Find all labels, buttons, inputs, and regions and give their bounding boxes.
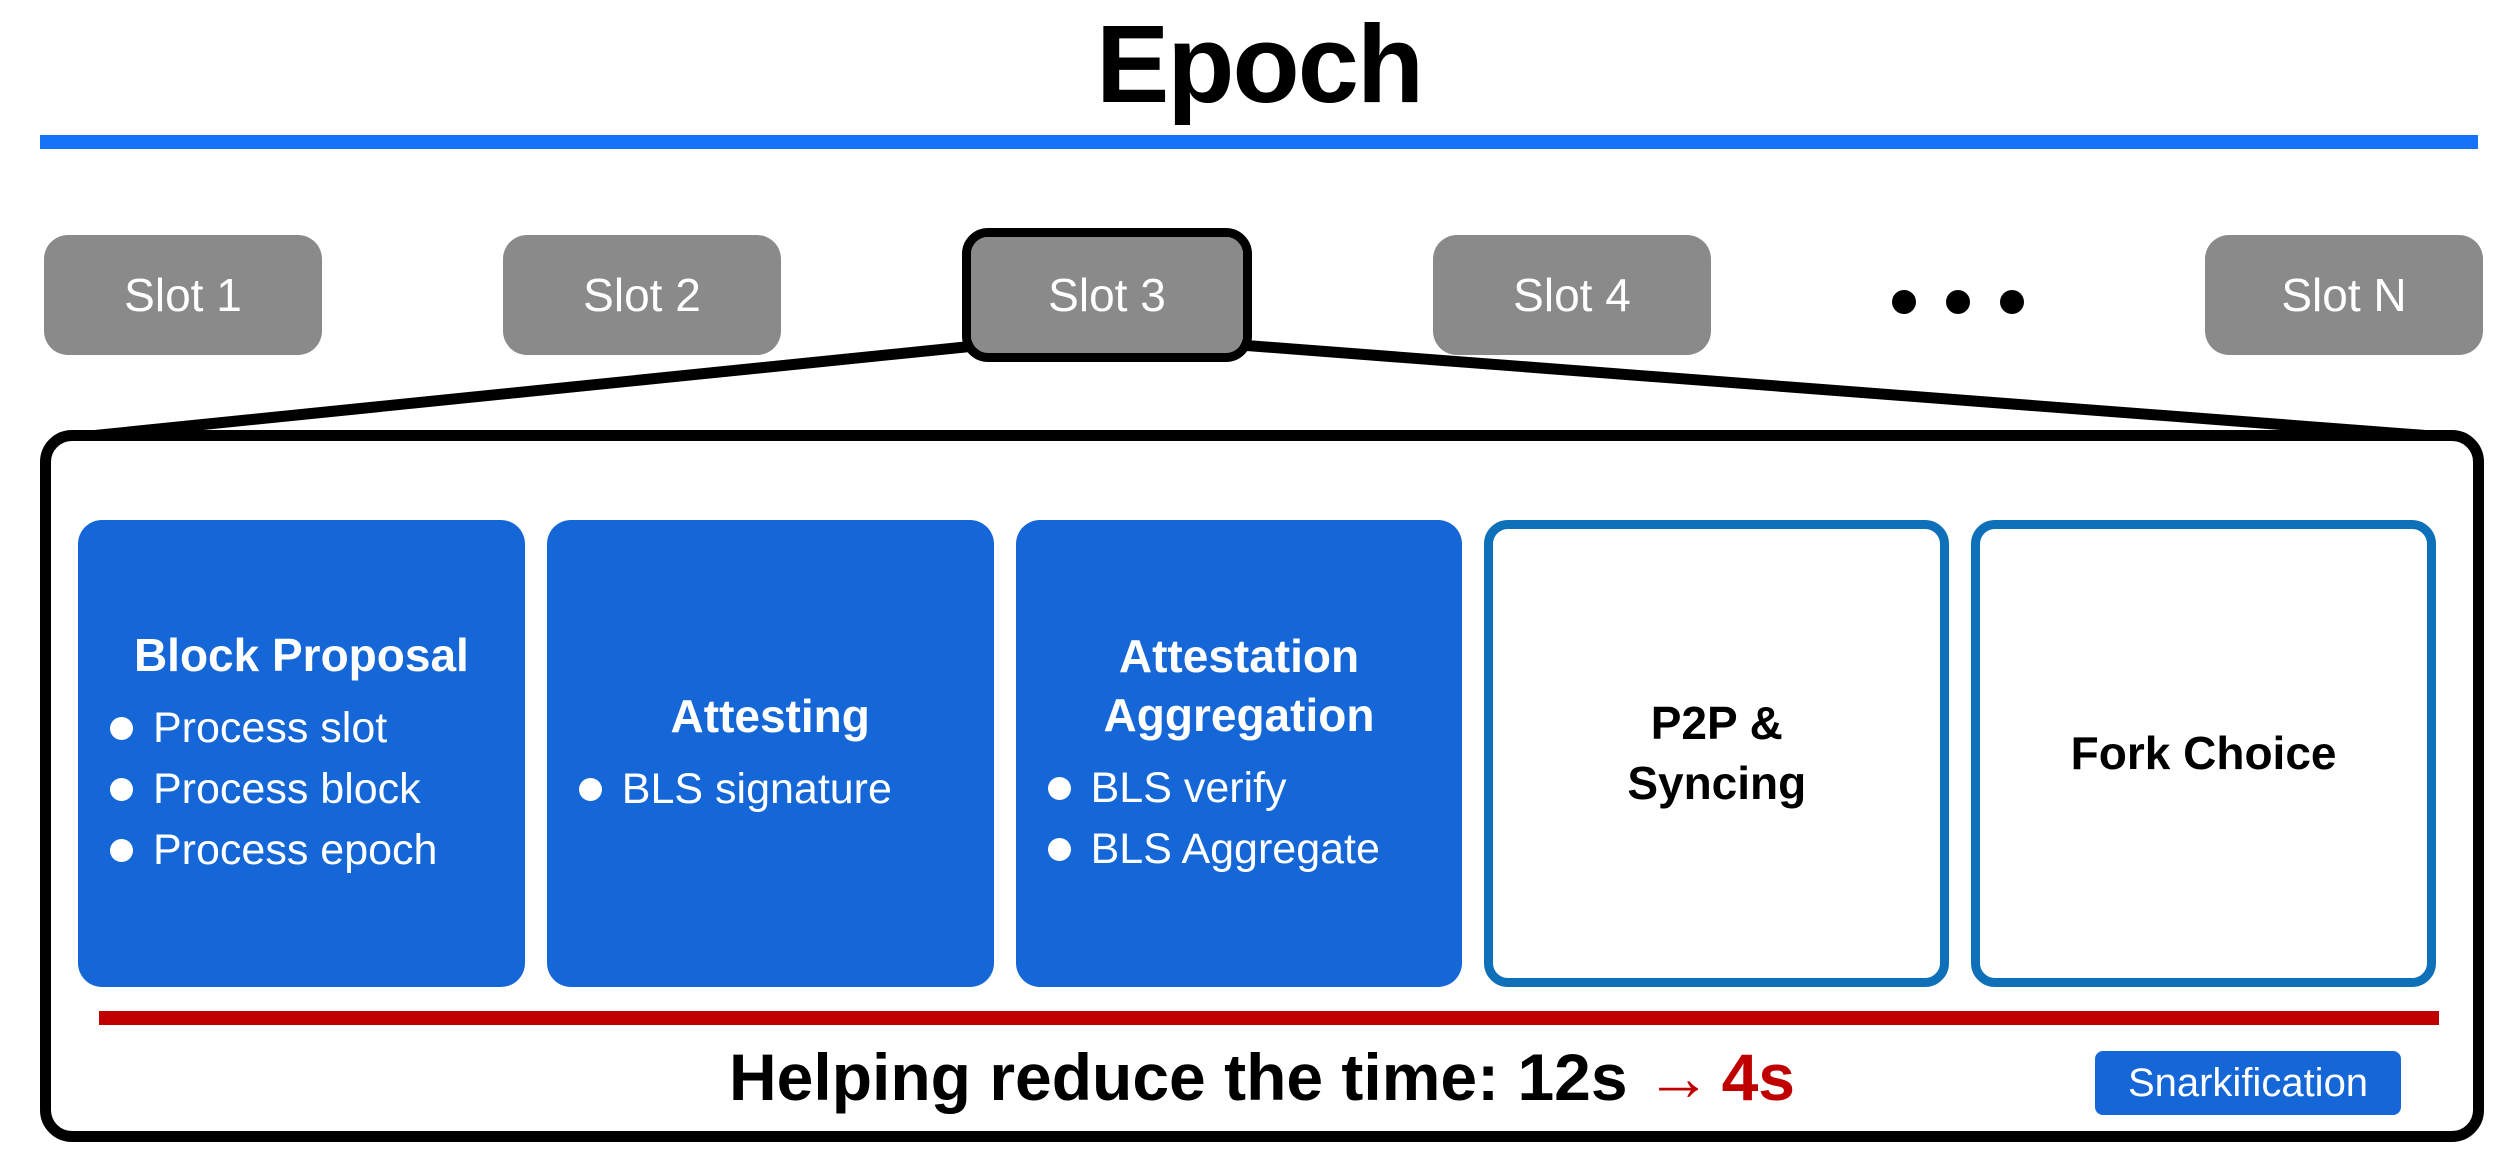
card-title: Attesting [670,690,870,743]
slot-label: Slot 3 [1048,269,1166,321]
card-title: P2P & Syncing [1627,696,1807,809]
time-caption: Helping reduce the time: 12s→4s [51,1039,2473,1115]
bullet-item: BLS Aggregate [1048,819,1445,880]
bullet-item: BLS verify [1048,758,1445,819]
ellipsis-dot [2000,290,2024,314]
slot-label: Slot 1 [124,269,242,321]
bullet-item: Process epoch [110,820,507,881]
bullet-item: Process slot [110,698,507,759]
time-divider-line [99,1011,2439,1025]
ellipsis-dot [1892,290,1916,314]
card-bullet-list: BLS signature [565,759,976,820]
card-fork-choice: Fork Choice [1971,520,2436,987]
slot-chip-slot-3: Slot 3 [962,228,1252,362]
card-title: Block Proposal [133,629,469,682]
caption-highlight: 4s [1721,1040,1795,1114]
slot-label: Slot 2 [583,269,701,321]
ellipsis-icon [1892,290,2024,314]
slot-chip-slot-4: Slot 4 [1433,235,1711,355]
card-p2p-syncing: P2P & Syncing [1484,520,1950,987]
card-title: Fork Choice [2070,726,2337,779]
slot-chip-slot-2: Slot 2 [503,235,781,355]
arrow-right-icon: → [1645,1040,1712,1114]
slot-chip-slot-n: Slot N [2205,235,2483,355]
slot-row: Slot 1 Slot 2 Slot 3 Slot 4 Slot N [44,228,2483,362]
snarkification-badge: Snarkification [2095,1051,2401,1115]
epoch-underline [40,135,2478,149]
bullet-item: BLS signature [579,759,976,820]
card-title: Attestation Aggregation [1103,629,1375,742]
slot-label: Slot 4 [1513,269,1631,321]
slot-chip-slot-1: Slot 1 [44,235,322,355]
slot-label: Slot N [2281,269,2407,321]
bullet-item: Process block [110,759,507,820]
page-title: Epoch [1095,3,1424,126]
caption-text: Helping reduce the time: 12s [729,1040,1628,1114]
ellipsis-dot [1946,290,1970,314]
